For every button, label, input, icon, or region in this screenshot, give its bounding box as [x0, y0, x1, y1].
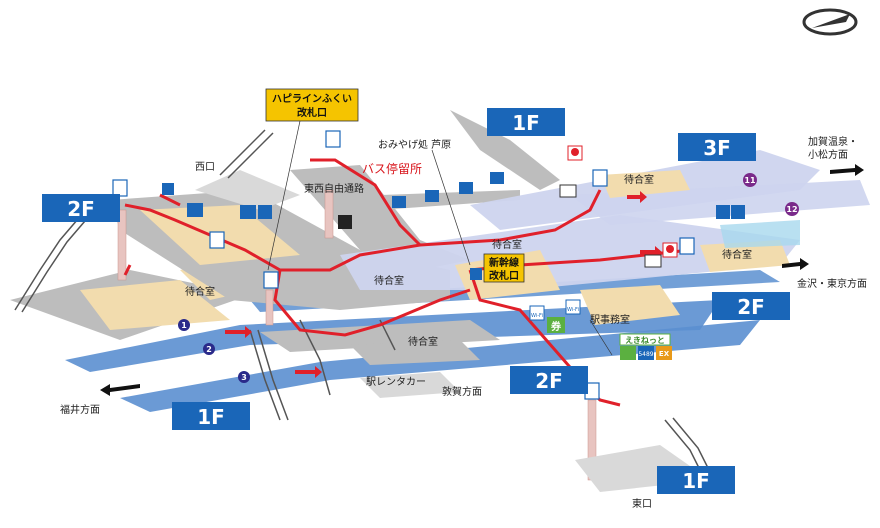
- platform-number-2: 2: [203, 343, 215, 355]
- compass-icon: [802, 8, 858, 36]
- svg-text:12: 12: [786, 205, 797, 214]
- wifi-label: Wi-Fi: [567, 307, 579, 313]
- svg-text:1F: 1F: [682, 469, 710, 493]
- floor-badge-1f-top: 1F: [487, 108, 565, 136]
- wifi-icon: Wi-Fi Wi-Fi: [529, 299, 581, 321]
- svg-text:2F: 2F: [737, 295, 765, 319]
- toilet-icon: [187, 203, 730, 219]
- souvenir-leader-line: [431, 149, 471, 266]
- svg-text:3: 3: [241, 373, 247, 382]
- leader-line: [589, 319, 613, 356]
- smoking-room-icon: [559, 184, 662, 268]
- floor-badge-2f-left: 2F: [42, 194, 120, 222]
- wifi-label: Wi-Fi: [531, 313, 543, 319]
- platform-number-12: 12: [785, 202, 799, 216]
- floor-badge-2f-right: 2F: [712, 292, 790, 320]
- floor-badge-3f: 3F: [678, 133, 756, 161]
- svg-text:11: 11: [744, 176, 756, 185]
- floor-badge-1f-east: 1F: [657, 466, 735, 494]
- svg-text:1F: 1F: [197, 405, 225, 429]
- eki-net-label: えきねっと: [625, 336, 665, 345]
- shinkansen-gate-line1: 新幹線: [489, 256, 519, 269]
- hapiline-gate-line1: ハピラインふくい: [272, 93, 352, 105]
- hapiline-gate-line2: 改札口: [297, 106, 327, 119]
- waiting-room-center1: 待合室: [374, 274, 404, 287]
- bus-stop-label: バス停留所: [362, 161, 422, 176]
- west-exit-label: 西口: [195, 162, 215, 173]
- souvenir-shop-label: おみやげ処 芦原: [378, 138, 451, 151]
- direction-kanazawa: 金沢・東京方面: [797, 277, 867, 290]
- coin-locker-icon: [162, 183, 482, 280]
- waiting-room-mid-right: 待合室: [722, 248, 752, 261]
- rental-car-label: 駅レンタカー: [366, 376, 426, 388]
- direction-arrow-icon: [100, 164, 864, 396]
- floor-badge-1f-bottom: 1F: [172, 402, 250, 430]
- waiting-room-3f: 待合室: [624, 173, 654, 186]
- eki-net-service: えきねっと 5489 EX: [619, 333, 672, 360]
- waiting-room-center2: 待合室: [408, 335, 438, 348]
- direction-kaga-line1: 加賀温泉・: [808, 135, 858, 148]
- elevator-icon: [112, 130, 695, 400]
- direction-fukui: 福井方面: [60, 403, 100, 416]
- bus-icon: [392, 172, 504, 208]
- ticket-label: 券: [550, 320, 562, 333]
- svg-text:2F: 2F: [535, 369, 563, 393]
- direction-kaga-line2: 小松方面: [808, 148, 848, 161]
- taxi-icon: [338, 215, 352, 229]
- ticket-machine-icon: 券: [547, 317, 565, 333]
- aed-icon: [567, 145, 678, 258]
- platform-number-11: 11: [743, 173, 757, 187]
- platform-number-3: 3: [238, 371, 250, 383]
- shinkansen-gate-callout: 新幹線 改札口: [483, 253, 525, 283]
- free-passage-label: 東西自由通路: [304, 182, 364, 195]
- svg-text:3F: 3F: [703, 136, 731, 160]
- accessible-route: [123, 158, 691, 407]
- east-exit-label: 東口: [632, 497, 652, 510]
- stairs: [14, 129, 709, 471]
- svg-text:2: 2: [206, 345, 212, 354]
- code-5489-label: 5489: [638, 351, 653, 358]
- waiting-room-left: 待合室: [185, 285, 215, 298]
- station-office-label: 駅事務室: [590, 313, 630, 326]
- direction-tsuruga: 敦賀方面: [442, 385, 482, 398]
- platform-number-1: 1: [178, 319, 190, 331]
- shinkansen-gate-line2: 改札口: [489, 269, 519, 282]
- hapiline-gate-callout: ハピラインふくい 改札口: [265, 88, 359, 271]
- ex-label: EX: [659, 350, 670, 358]
- waiting-room-shinkansen: 待合室: [492, 238, 522, 251]
- wheelchair-icon: [258, 205, 745, 219]
- svg-text:2F: 2F: [67, 197, 95, 221]
- floor-badge-2f-mid: 2F: [510, 366, 588, 394]
- floor-3f-concourse: [340, 150, 870, 325]
- svg-text:1F: 1F: [512, 111, 540, 135]
- svg-text:1: 1: [181, 321, 187, 330]
